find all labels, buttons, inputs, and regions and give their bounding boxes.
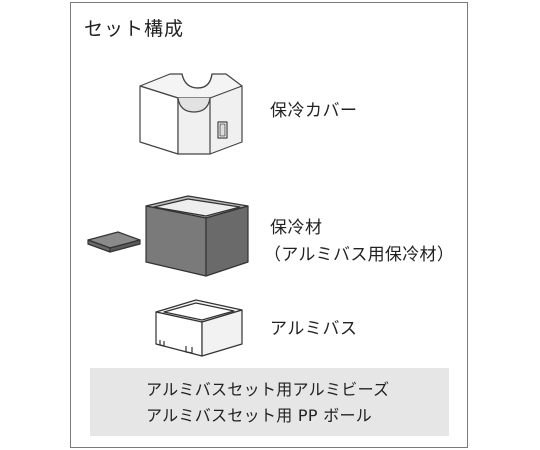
insulation-cover-label: 保冷カバー [270,101,358,121]
accessories-box: アルミバスセット用アルミビーズ アルミバスセット用 PP ボール [90,368,449,436]
set-contents-title: セット構成 [84,18,185,40]
aluminum-bath-illustration [155,299,243,357]
cold-material-sublabel: （アルミバス用保冷材） [264,245,455,265]
accessory-item: アルミバスセット用 PP ボール [146,406,373,425]
aluminum-bath-label: アルミバス [270,319,358,339]
cold-material-illustration [87,195,249,277]
accessory-item: アルミバスセット用アルミビーズ [146,380,390,399]
insulation-cover-illustration [139,73,243,155]
cold-material-label: 保冷材 [270,218,323,238]
